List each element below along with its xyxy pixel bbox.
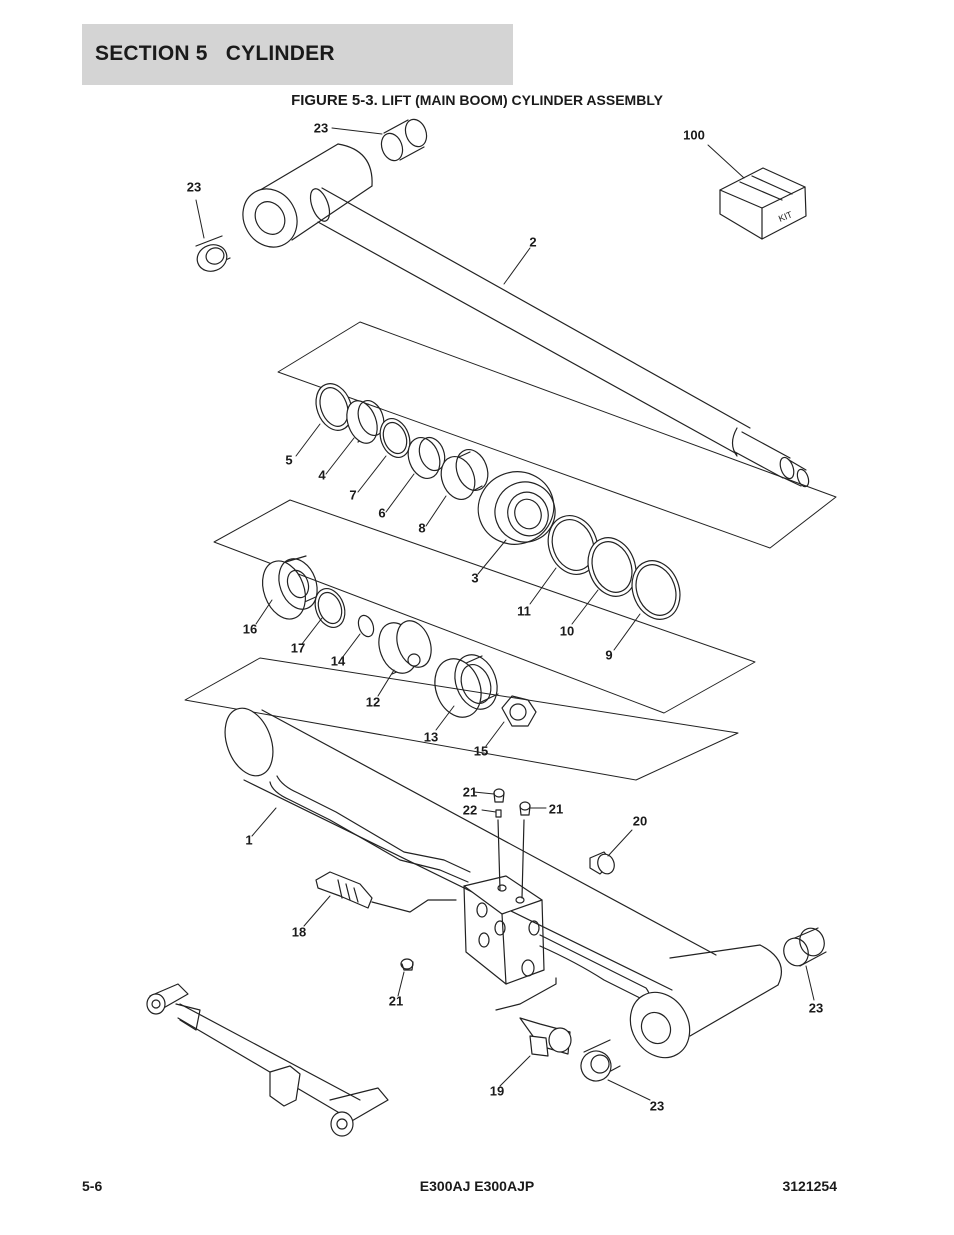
callout-22: 22 bbox=[462, 802, 478, 818]
valve-block bbox=[463, 819, 545, 985]
kit-box: KIT bbox=[719, 167, 807, 240]
callout-9: 9 bbox=[605, 647, 613, 663]
cartridge-valve bbox=[315, 871, 457, 913]
callout-12: 12 bbox=[365, 694, 381, 710]
bushing-bottom-right bbox=[783, 927, 827, 967]
leader-lines bbox=[195, 127, 815, 1101]
callout-5: 5 bbox=[285, 452, 293, 468]
callout-18: 18 bbox=[291, 924, 307, 940]
callout-16: 16 bbox=[242, 621, 258, 637]
section-header-bar: SECTION 5 CYLINDER bbox=[82, 24, 513, 85]
callout-13: 13 bbox=[423, 729, 439, 745]
callout-23-left: 23 bbox=[186, 179, 202, 195]
callout-6: 6 bbox=[378, 505, 386, 521]
callout-21-right: 21 bbox=[548, 801, 564, 817]
exploded-plane-lower bbox=[184, 657, 739, 781]
page-number: 5-6 bbox=[82, 1178, 103, 1194]
document-number: 3121254 bbox=[782, 1178, 837, 1194]
callout-15: 15 bbox=[473, 743, 489, 759]
callout-2: 2 bbox=[529, 234, 537, 250]
exploded-plane-upper bbox=[277, 321, 837, 549]
callout-8: 8 bbox=[418, 520, 426, 536]
coil-connector bbox=[495, 977, 572, 1057]
callout-14: 14 bbox=[330, 653, 346, 669]
section-title: SECTION 5 CYLINDER bbox=[95, 42, 335, 65]
callout-4: 4 bbox=[318, 467, 326, 483]
figure-label: FIGURE 5-3. bbox=[291, 92, 378, 109]
callout-20: 20 bbox=[632, 813, 648, 829]
callout-21-lower: 21 bbox=[388, 993, 404, 1009]
callout-17: 17 bbox=[290, 640, 306, 656]
callout-7: 7 bbox=[349, 487, 357, 503]
exploded-plane-middle bbox=[213, 499, 756, 714]
rod-assembly bbox=[242, 143, 810, 488]
callout-10: 10 bbox=[559, 623, 575, 639]
callout-19: 19 bbox=[489, 1083, 505, 1099]
fittings bbox=[400, 788, 615, 971]
bushing-top-right bbox=[380, 118, 428, 162]
bushing-top-left bbox=[195, 235, 231, 272]
callout-1: 1 bbox=[245, 832, 253, 848]
callout-100: 100 bbox=[683, 127, 705, 143]
callout-23-bottom: 23 bbox=[649, 1098, 665, 1114]
cylinder-barrel bbox=[224, 707, 717, 1003]
base-eye bbox=[629, 944, 782, 1059]
figure-caption: LIFT (MAIN BOOM) CYLINDER ASSEMBLY bbox=[381, 92, 663, 108]
assembled-view-thumbnail bbox=[146, 983, 389, 1137]
upper-seal-parts bbox=[315, 383, 681, 620]
callout-23-right: 23 bbox=[808, 1000, 824, 1016]
callout-3: 3 bbox=[471, 570, 479, 586]
figure-title: FIGURE 5-3. LIFT (MAIN BOOM) CYLINDER AS… bbox=[0, 92, 954, 109]
callout-11: 11 bbox=[517, 603, 531, 619]
callout-21-upper: 21 bbox=[462, 784, 478, 800]
bushing-bottom-left bbox=[580, 1039, 621, 1082]
model-number: E300AJ E300AJP bbox=[419, 1178, 535, 1194]
kit-label: KIT bbox=[777, 209, 794, 224]
callout-23-top: 23 bbox=[313, 120, 329, 136]
middle-parts bbox=[261, 555, 537, 727]
